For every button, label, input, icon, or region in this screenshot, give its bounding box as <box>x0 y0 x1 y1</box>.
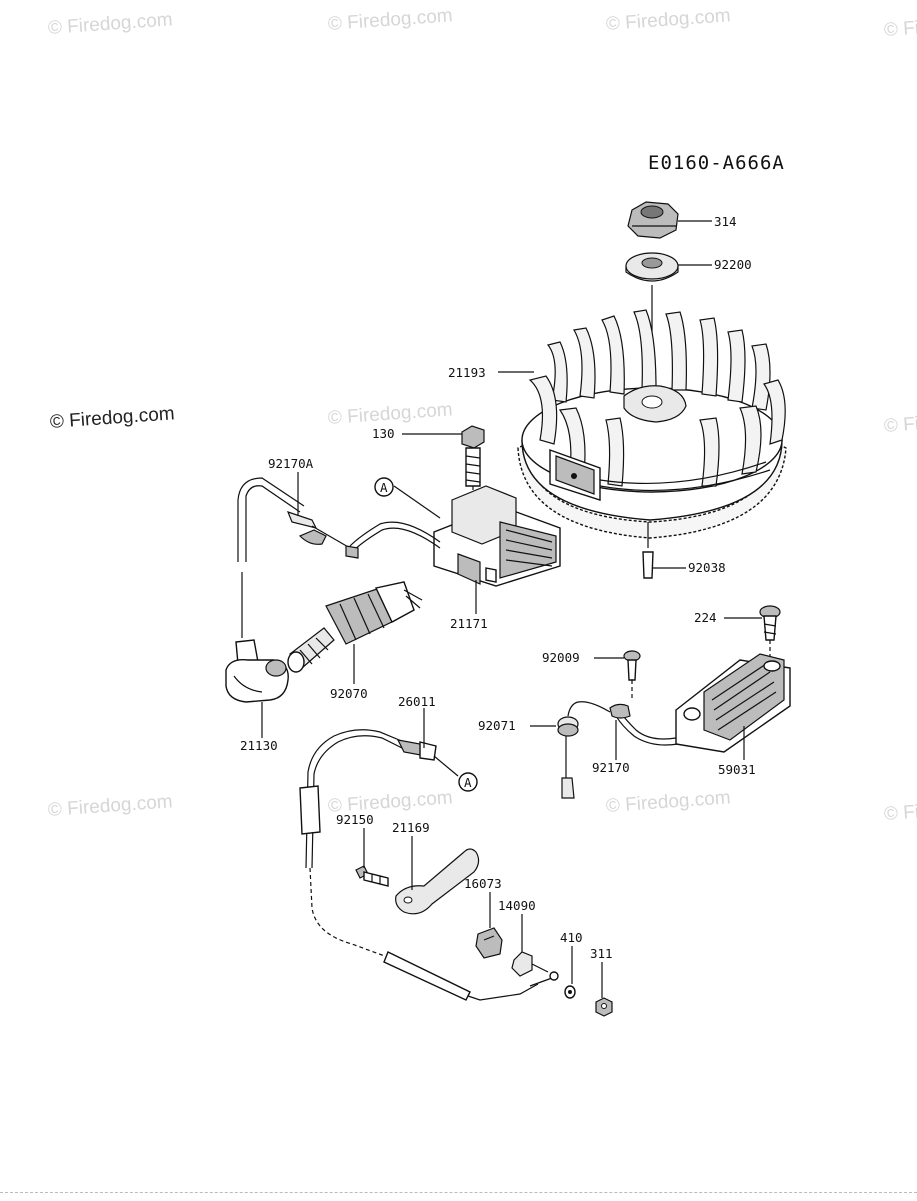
charge-coil-59031 <box>615 653 791 753</box>
part-label-311[interactable]: 311 <box>590 946 613 961</box>
grommet-92071 <box>557 716 579 799</box>
clip-16073 <box>475 927 503 959</box>
control-cable <box>309 867 559 1001</box>
screw-92009 <box>623 650 641 700</box>
part-label-21193[interactable]: 21193 <box>448 365 486 380</box>
part-label-92070[interactable]: 92070 <box>330 686 368 701</box>
part-label-21171[interactable]: 21171 <box>450 616 488 631</box>
ref-label-A1[interactable]: A <box>380 480 388 495</box>
leader-A2 <box>433 755 459 777</box>
part-label-59031[interactable]: 59031 <box>718 762 756 777</box>
washer-410 <box>564 985 576 999</box>
part-label-16073[interactable]: 16073 <box>464 876 502 891</box>
stop-lever-21169 <box>395 848 480 915</box>
leader-A1 <box>393 485 441 519</box>
stop-wire-26011 <box>299 729 437 869</box>
page-bottom-edge <box>0 1192 917 1201</box>
part-label-92200[interactable]: 92200 <box>714 257 752 272</box>
part-label-14090[interactable]: 14090 <box>498 898 536 913</box>
part-label-92038[interactable]: 92038 <box>688 560 726 575</box>
ignition-coil-21171 <box>349 485 561 587</box>
spark-plug-92070 <box>287 581 423 673</box>
part-label-314[interactable]: 314 <box>714 214 737 229</box>
part-label-410[interactable]: 410 <box>560 930 583 945</box>
wire-clip-92170A <box>237 477 359 562</box>
part-label-21169[interactable]: 21169 <box>392 820 430 835</box>
bolt-130 <box>461 425 485 510</box>
part-label-26011[interactable]: 26011 <box>398 694 436 709</box>
part-label-92150[interactable]: 92150 <box>336 812 374 827</box>
part-label-92170[interactable]: 92170 <box>592 760 630 775</box>
washer-92200 <box>625 252 679 282</box>
part-label-92071[interactable]: 92071 <box>478 718 516 733</box>
part-label-92170A[interactable]: 92170A <box>268 456 314 471</box>
ref-circle-A1 <box>374 477 394 497</box>
screw-92150 <box>355 865 389 887</box>
terminal-92170 <box>567 701 631 719</box>
screw-224 <box>759 605 781 660</box>
plug-cap-21130 <box>225 572 289 703</box>
ref-label-A2[interactable]: A <box>464 775 472 790</box>
ref-circle-A2 <box>458 772 478 792</box>
part-label-92009[interactable]: 92009 <box>542 650 580 665</box>
part-label-130[interactable]: 130 <box>372 426 395 441</box>
bracket-14090 <box>511 951 549 977</box>
nut-314 <box>627 201 679 239</box>
part-label-21130[interactable]: 21130 <box>240 738 278 753</box>
key-92038 <box>642 522 654 579</box>
diagram-code: E0160-A666A <box>648 152 785 174</box>
flywheel-21193 <box>517 309 787 539</box>
nut-311 <box>595 997 613 1017</box>
part-label-224[interactable]: 224 <box>694 610 717 625</box>
